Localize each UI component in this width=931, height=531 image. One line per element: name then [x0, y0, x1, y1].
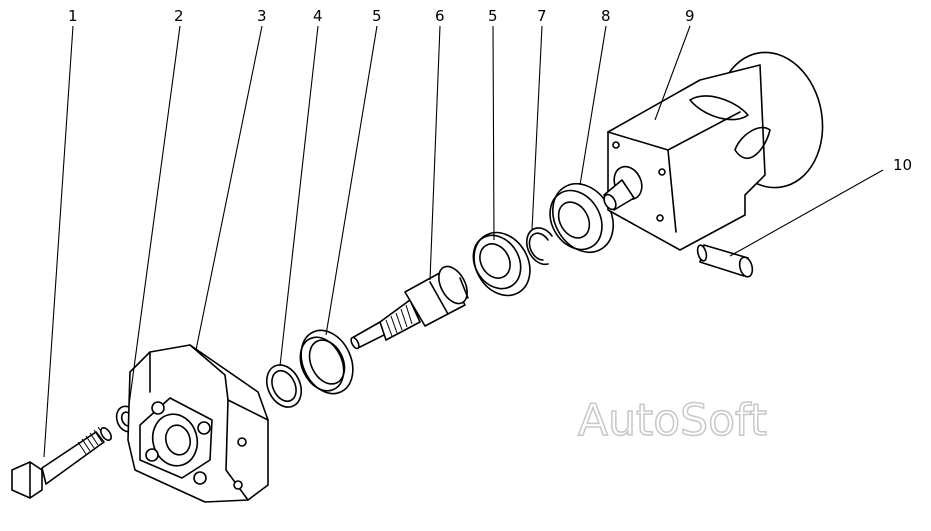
callout-labels: 1 2 3 4 5 6 5 7 8 9 10 — [68, 7, 912, 174]
callout-7: 7 — [537, 7, 547, 25]
part-5-bearing-rear — [472, 231, 531, 297]
callout-9: 9 — [685, 7, 695, 25]
callout-6: 6 — [435, 7, 445, 25]
part-1-bolt — [11, 426, 112, 499]
callout-1: 1 — [68, 7, 78, 25]
part-6-shaft — [350, 265, 469, 350]
callout-3: 3 — [257, 7, 267, 25]
callout-10: 10 — [893, 156, 912, 174]
part-3-flange-cover — [127, 344, 269, 503]
part-5-bearing-front — [299, 329, 354, 395]
callout-5b: 5 — [488, 7, 498, 25]
leader-lines — [43, 25, 884, 458]
part-7-snap-ring — [526, 227, 553, 266]
callout-2: 2 — [174, 7, 184, 25]
callout-5a: 5 — [372, 7, 382, 25]
callout-4: 4 — [313, 7, 323, 25]
callout-8: 8 — [601, 7, 611, 25]
part-10-pin — [696, 244, 754, 278]
part-4-ring — [265, 364, 303, 408]
part-9-housing — [603, 51, 824, 251]
watermark-text: AutoSoft — [578, 395, 767, 446]
part-8-seal — [549, 183, 614, 253]
